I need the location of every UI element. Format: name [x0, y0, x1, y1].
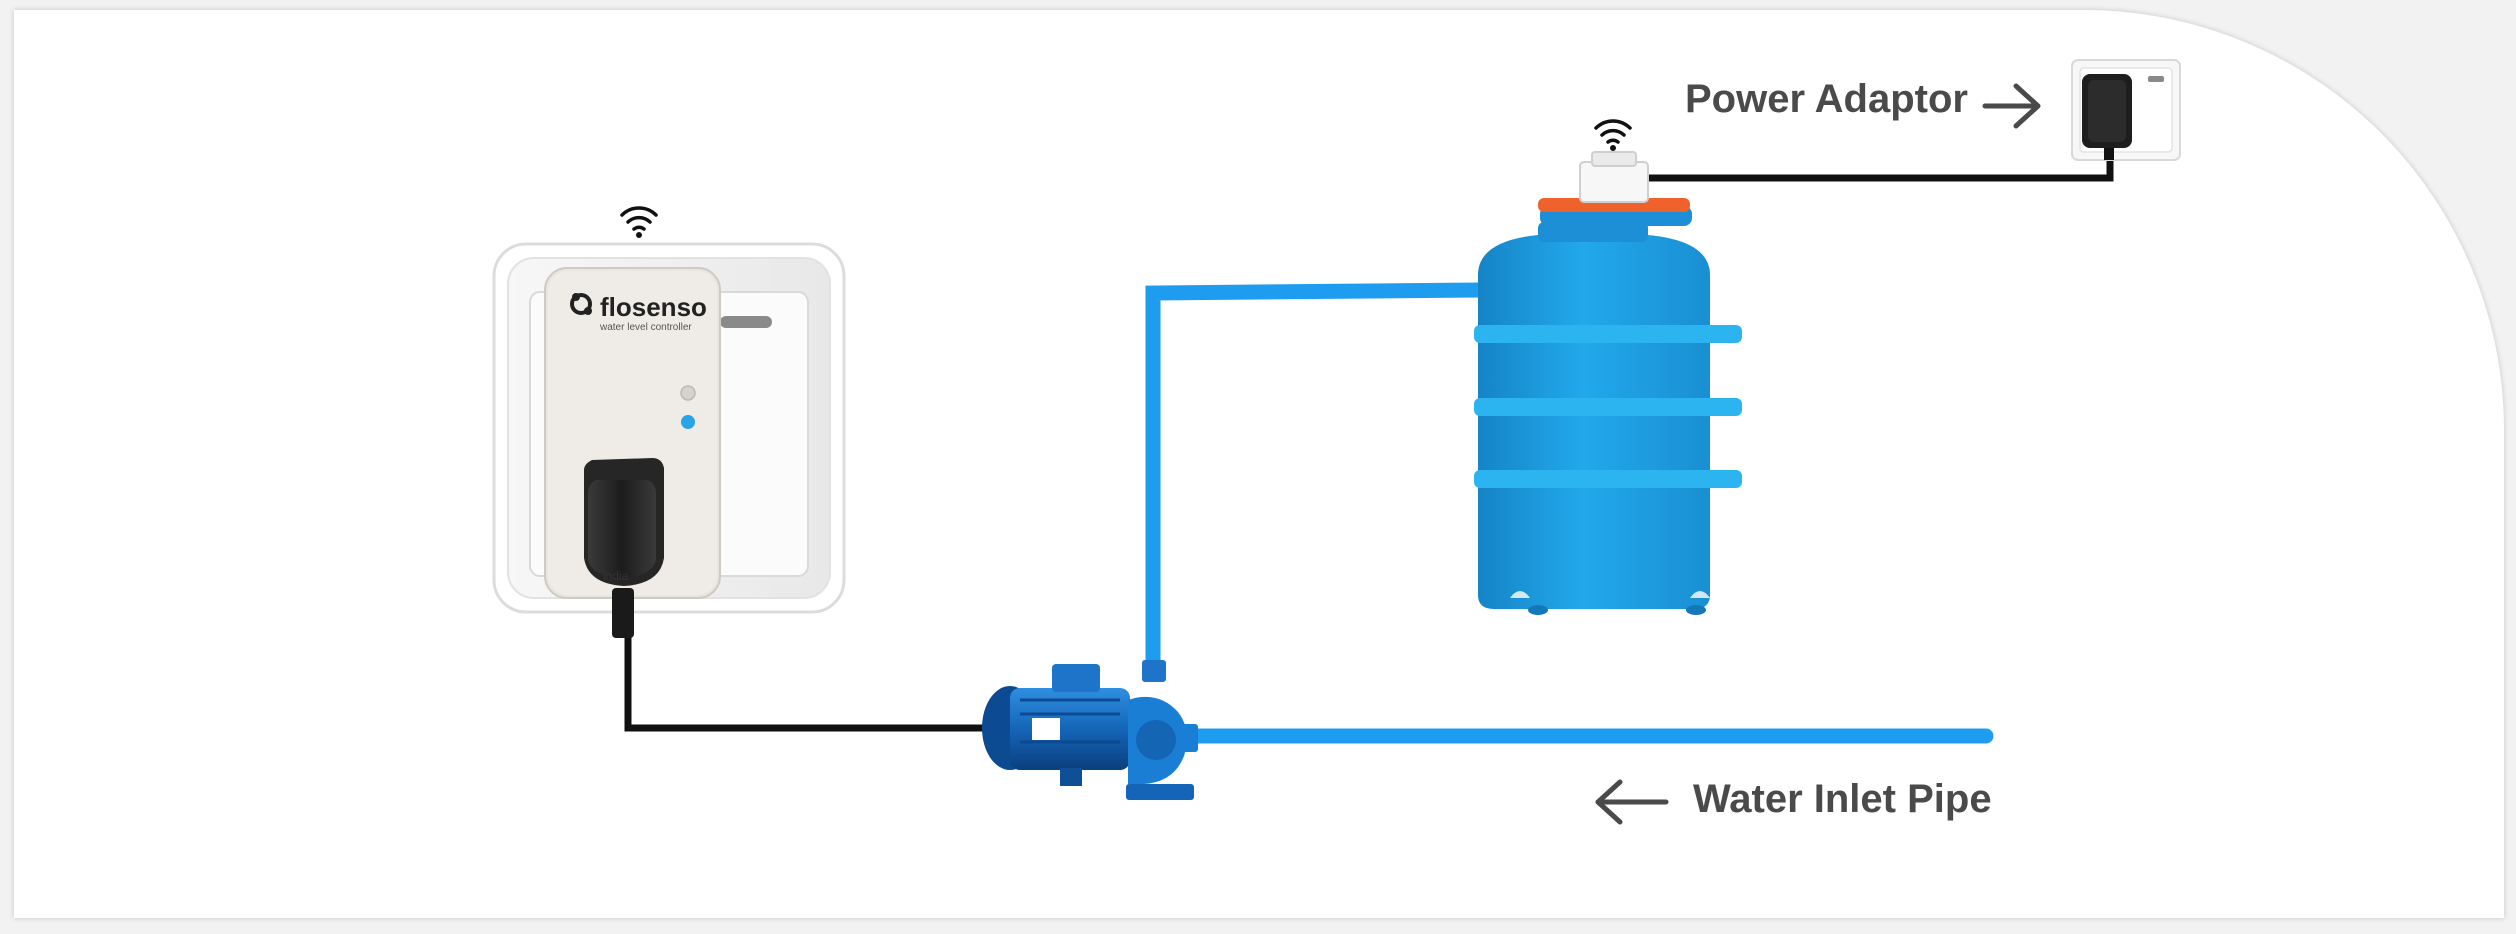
power-adaptor-label: Power Adaptor: [1685, 77, 1968, 121]
brand-tagline: water level controller: [599, 322, 692, 333]
brand-name: flosenso: [600, 292, 707, 322]
indicator-light: [681, 415, 695, 429]
tank-level-sensor: [1538, 151, 1692, 226]
water-tank: [1474, 222, 1742, 615]
pump-power-cable: [624, 635, 985, 732]
arrow-left-icon: [1595, 779, 1669, 825]
outlet-pipe: [1145, 282, 1481, 672]
flosenso-logo-icon: [570, 293, 592, 315]
water-pump: [982, 660, 1198, 800]
wifi-icon: [1594, 119, 1632, 151]
water-inlet-pipe-label: Water Inlet Pipe: [1693, 777, 1992, 821]
arrow-right-icon: [1982, 83, 2041, 129]
power-adaptor: [2071, 59, 2181, 161]
status-light: [680, 385, 696, 401]
diagram-card: [14, 10, 2504, 918]
power-plug: [584, 458, 664, 638]
controller-footer-text: india: [603, 569, 629, 583]
wifi-icon: [620, 206, 658, 238]
sensor-power-cable: [1645, 142, 2114, 182]
